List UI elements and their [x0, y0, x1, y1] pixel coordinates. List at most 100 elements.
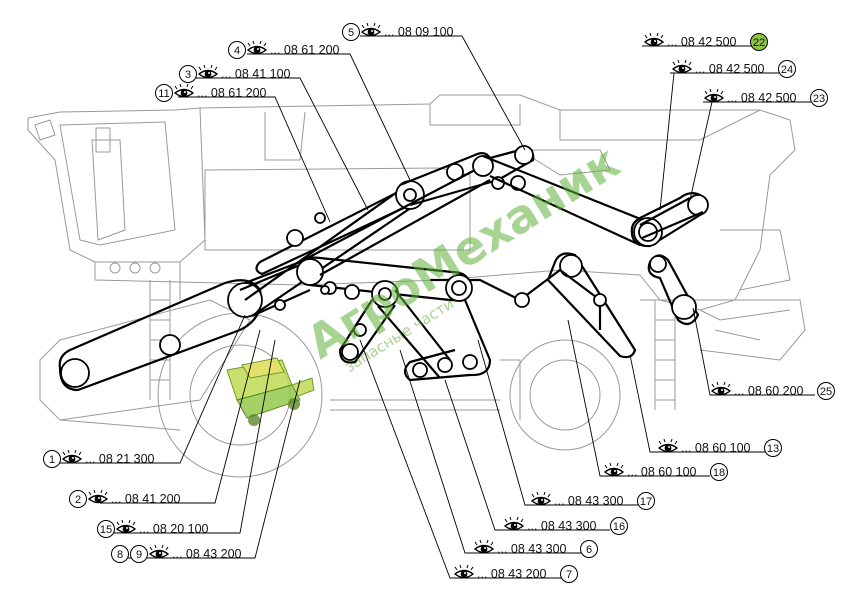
- callout-code: ... 08 61 200: [197, 86, 267, 100]
- callout-number-badge: [179, 65, 197, 83]
- pulley: [274, 299, 286, 311]
- callout-number: 8: [117, 549, 123, 561]
- eye-icon[interactable]: [503, 516, 525, 531]
- pulley-hub: [451, 280, 467, 296]
- belt-11: [299, 169, 491, 276]
- callout-number-badge: [637, 492, 655, 510]
- belt-7: [377, 289, 451, 379]
- pulley: [412, 362, 428, 378]
- callout-number: 11: [158, 88, 169, 100]
- callout-4[interactable]: 4... 08 61 200: [228, 40, 340, 59]
- eye-icon[interactable]: [703, 88, 725, 103]
- callout-7[interactable]: ... 08 43 200 7: [453, 564, 578, 583]
- callout-25[interactable]: ... 08 60 200 25: [710, 381, 835, 400]
- callout-code: ... 08 42 500: [695, 62, 765, 76]
- callout-number: 3: [185, 69, 191, 81]
- callout-13[interactable]: ... 08 60 100 13: [657, 438, 782, 457]
- callout-number: 13: [767, 443, 779, 455]
- callout-code: ... 08 60 100: [681, 441, 751, 455]
- callout-24[interactable]: ... 08 42 500 24: [671, 59, 796, 78]
- pulley-hub: [403, 188, 417, 202]
- eye-icon[interactable]: [115, 519, 137, 534]
- belt-5: [482, 154, 649, 246]
- eye-icon[interactable]: [657, 438, 679, 453]
- eye-icon[interactable]: [530, 491, 552, 506]
- pulley: [593, 293, 607, 307]
- eye-icon[interactable]: [173, 83, 195, 98]
- callout-number: 16: [613, 521, 625, 533]
- eye-icon[interactable]: [453, 564, 475, 579]
- callout-number-badge: [560, 565, 578, 583]
- callout-number: 1: [49, 454, 55, 466]
- callout-3[interactable]: 3 ... 08 41 100: [179, 64, 291, 83]
- eye-icon[interactable]: [473, 539, 495, 554]
- callout-18[interactable]: ... 08 60 100 18: [603, 462, 728, 481]
- callout-23[interactable]: ... 08 42 500 23: [703, 88, 828, 107]
- callout-number: 18: [713, 467, 725, 479]
- callout-2[interactable]: 2 ... 08 41 200: [69, 489, 181, 508]
- callout-number-badge: [130, 545, 148, 563]
- callout-code: ... 08 43 200: [477, 567, 547, 581]
- callout-number: 22: [753, 37, 765, 49]
- callout-89[interactable]: 8 9 ... 08 43 200: [111, 544, 242, 563]
- callout-number: 24: [781, 64, 793, 76]
- callout-number-badge: [69, 490, 87, 508]
- eye-icon[interactable]: [87, 489, 109, 504]
- pulley: [437, 357, 453, 373]
- callout-number-badge: [817, 382, 835, 400]
- callout-number-badge: [43, 450, 61, 468]
- callout-number: 2: [75, 494, 81, 506]
- callout-5[interactable]: 5... 08 09 100: [342, 22, 454, 41]
- callout-code: ... 08 60 200: [734, 384, 804, 398]
- pulley: [462, 354, 478, 370]
- pulley: [60, 358, 90, 388]
- belt-3: [255, 185, 416, 276]
- eye-icon[interactable]: [643, 32, 665, 47]
- callout-number-badge: [111, 545, 129, 563]
- pulley: [514, 292, 530, 308]
- belt-6: [338, 299, 396, 364]
- belt-24: [639, 197, 704, 240]
- callout-code: ... 08 42 500: [727, 91, 797, 105]
- eye-icon[interactable]: [197, 64, 219, 79]
- callout-number: 23: [813, 93, 825, 105]
- eye-icon[interactable]: [360, 22, 382, 37]
- callout-number: 25: [820, 386, 832, 398]
- callout-number: 9: [136, 549, 142, 561]
- eye-icon[interactable]: [246, 40, 268, 55]
- callout-1[interactable]: 1... 08 21 300: [43, 449, 155, 468]
- callout-number-badge: [764, 439, 782, 457]
- callout-number: 17: [640, 496, 652, 508]
- leader-lines: [60, 35, 815, 579]
- callout-11[interactable]: 11 ... 08 61 200: [155, 83, 267, 102]
- belt-drives: [58, 145, 709, 392]
- pulley-hub: [378, 287, 392, 301]
- pulley: [286, 229, 304, 247]
- callout-code: ... 08 42 500: [667, 35, 737, 49]
- callout-number-badge: [342, 23, 360, 41]
- callout-number-badge: [580, 540, 598, 558]
- callout-15[interactable]: 15... 08 20 100: [97, 519, 209, 538]
- harvester-outline: [27, 94, 806, 478]
- eye-icon[interactable]: [710, 381, 732, 396]
- callout-number: 7: [566, 569, 572, 581]
- eye-icon[interactable]: [671, 59, 693, 74]
- callout-code: ... 08 60 100: [627, 465, 697, 479]
- eye-icon[interactable]: [603, 462, 625, 477]
- callout-code: ... 08 41 100: [221, 67, 291, 81]
- eye-icon[interactable]: [61, 449, 83, 464]
- callout-number-badge: [810, 89, 828, 107]
- eye-icon[interactable]: [148, 544, 170, 559]
- callout-code: ... 08 41 200: [111, 492, 181, 506]
- callout-number: 5: [348, 27, 354, 39]
- watermark-logo-icon: [226, 357, 315, 426]
- callout-code: ... 08 43 200: [172, 547, 242, 561]
- pulley: [320, 285, 330, 295]
- callout-number-badge: [750, 33, 768, 51]
- callout-number-badge: [710, 463, 728, 481]
- callout-22[interactable]: ... 08 42 500 22: [643, 32, 768, 51]
